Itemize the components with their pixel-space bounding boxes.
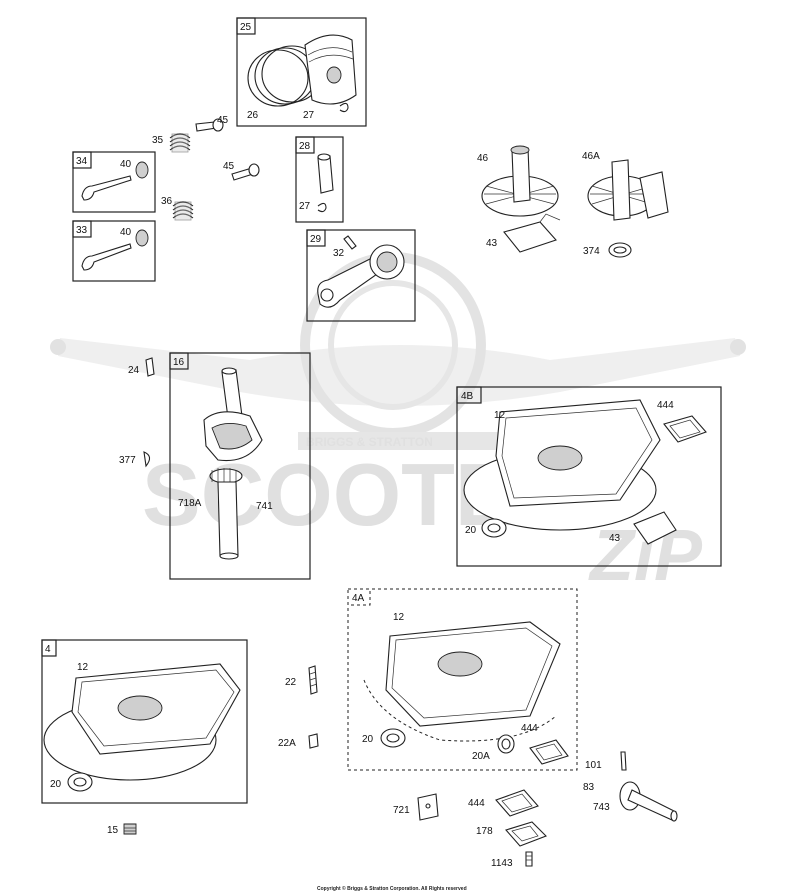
watermark-banner: BRIGGS & STRATTON <box>306 435 433 449</box>
box-28-piston-pin: 28 27 <box>295 136 344 223</box>
bolts-22: 22 22A <box>278 665 319 749</box>
callout-444: 444 <box>657 400 674 411</box>
small-parts-left: 24 377 <box>119 357 155 468</box>
callout-22: 22 <box>285 677 297 688</box>
box-4B-label: 4B <box>461 391 474 402</box>
callout-83: 83 <box>583 782 595 793</box>
box-16-crankshaft: 16 718A 741 <box>169 352 311 580</box>
box-29-label: 29 <box>310 234 322 245</box>
callout-26: 26 <box>247 110 259 121</box>
camshaft-46: 46 43 <box>477 145 561 253</box>
box-25-label: 25 <box>240 22 252 33</box>
box-4A-sump-assembly: 4A 12 20 444 20A <box>347 588 578 771</box>
callout-20: 20 <box>465 525 477 536</box>
box-29-connecting-rod: 29 32 <box>306 229 416 322</box>
box-25-piston-assembly: 25 26 27 <box>236 17 367 127</box>
callout-32: 32 <box>333 248 345 259</box>
callout-718A: 718A <box>178 498 202 509</box>
callout-36: 36 <box>161 196 173 207</box>
callout-15: 15 <box>107 825 119 836</box>
callout-374: 374 <box>583 246 600 257</box>
callout-20-b: 20 <box>362 734 374 745</box>
callout-43-b: 43 <box>609 533 621 544</box>
callout-721: 721 <box>393 805 410 816</box>
box-33-label: 33 <box>76 225 88 236</box>
box-16-label: 16 <box>173 357 185 368</box>
part-15: 15 <box>107 823 137 836</box>
callout-743: 743 <box>593 802 610 813</box>
callout-46A: 46A <box>582 151 600 162</box>
box-4A-label: 4A <box>352 593 365 604</box>
callout-444-c: 444 <box>468 798 485 809</box>
callout-12-c: 12 <box>77 662 89 673</box>
valve-parts-upper: 45 35 45 36 <box>152 115 260 221</box>
callout-20-c: 20 <box>50 779 62 790</box>
callout-741: 741 <box>256 501 273 512</box>
callout-45: 45 <box>217 115 229 126</box>
callout-22A: 22A <box>278 738 296 749</box>
box-28-label: 28 <box>299 141 311 152</box>
callout-12: 12 <box>494 410 506 421</box>
callout-35: 35 <box>152 135 164 146</box>
box-4-label: 4 <box>45 644 51 655</box>
callout-24: 24 <box>128 365 140 376</box>
box-34-label: 34 <box>76 156 88 167</box>
callout-43: 43 <box>486 238 498 249</box>
callout-40-b: 40 <box>120 227 132 238</box>
callout-178: 178 <box>476 826 493 837</box>
box-4-sump-assembly: 4 12 20 <box>41 639 248 804</box>
callout-27-b: 27 <box>299 201 311 212</box>
box-4B-sump-assembly: 4B 12 444 20 43 <box>456 386 722 567</box>
bottom-right-parts: 101 83 743 721 444 178 1143 <box>393 751 678 869</box>
box-33-intake-valve: 33 40 <box>72 220 156 282</box>
callout-27: 27 <box>303 110 315 121</box>
copyright-notice: Copyright © Briggs & Stratton Corporatio… <box>317 885 467 892</box>
callout-20A: 20A <box>472 751 490 762</box>
callout-40: 40 <box>120 159 132 170</box>
camshaft-46A: 46A 374 <box>582 151 669 258</box>
callout-101: 101 <box>585 760 602 771</box>
callout-45-b: 45 <box>223 161 235 172</box>
callout-377: 377 <box>119 455 136 466</box>
callout-12-b: 12 <box>393 612 405 623</box>
callout-444-b: 444 <box>521 723 538 734</box>
callout-46: 46 <box>477 153 489 164</box>
box-34-exhaust-valve: 34 40 <box>72 151 156 213</box>
callout-1143: 1143 <box>491 858 513 869</box>
